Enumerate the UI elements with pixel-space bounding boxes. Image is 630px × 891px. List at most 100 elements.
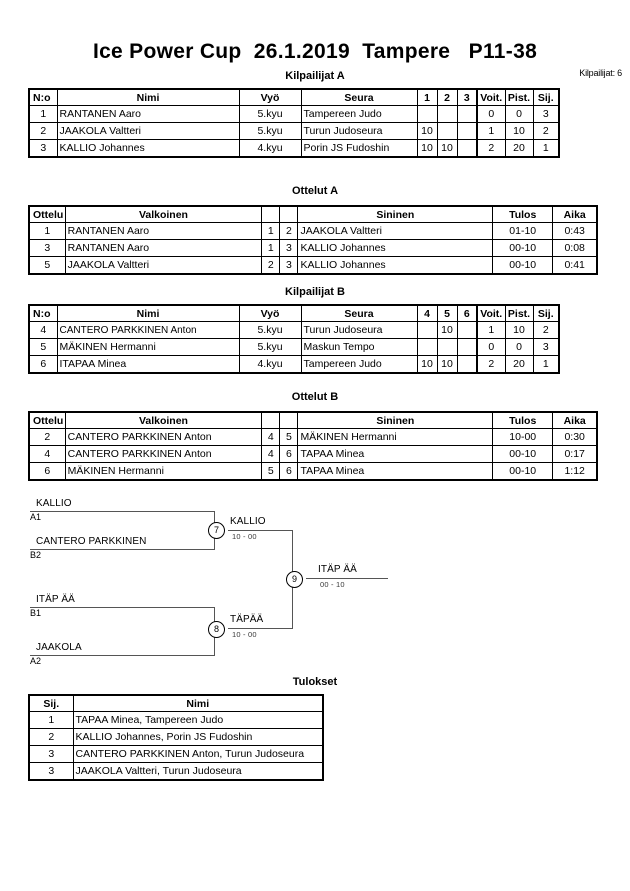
cell-match-4: [416, 338, 438, 356]
cell-points: 20: [504, 139, 534, 158]
cell-rank: 2: [532, 122, 560, 140]
cell-match-3: [456, 122, 478, 140]
table-row: 3 CANTERO PARKKINEN Anton, Turun Judoseu…: [28, 745, 324, 763]
col-time: Aika: [552, 205, 598, 223]
table-row: 5 JAAKOLA Valtteri 2 3 KALLIO Johannes 0…: [28, 256, 598, 275]
cell-blue: KALLIO Johannes: [297, 256, 494, 275]
cell-wins: 1: [476, 321, 506, 339]
cell-match-6: [456, 338, 478, 356]
col-belt: Vyö: [238, 304, 302, 322]
bracket-entry-1-name: KALLIO: [36, 498, 72, 509]
cell-white: CANTERO PARKKINEN Anton: [64, 428, 263, 446]
bracket-match-8-winner: TÄPÄÄ: [230, 614, 264, 625]
cell-match-1: 10: [416, 122, 438, 140]
cell-match-no: 4: [28, 445, 66, 463]
cell-blue-no: 6: [279, 462, 299, 481]
cell-match-1: [416, 105, 438, 123]
col-match-no: Ottelu: [28, 411, 66, 429]
col-blue: Sininen: [297, 411, 494, 429]
table-row: 3 RANTANEN Aaro 1 3 KALLIO Johannes 00-1…: [28, 239, 598, 257]
table-row: 1 TAPAA Minea, Tampereen Judo: [28, 711, 324, 729]
cell-no: 3: [28, 139, 58, 158]
bracket-entry-4-name: JAAKOLA: [36, 642, 82, 653]
bracket-match-8-number: 8: [208, 621, 225, 638]
cell-rank: 1: [28, 711, 74, 729]
col-blue-no: [279, 205, 299, 223]
bracket-entry-3-name: ITÄP ÄÄ: [36, 594, 75, 605]
bracket-entry-3-seed: B1: [30, 608, 42, 618]
cell-name: CANTERO PARKKINEN Anton: [56, 321, 240, 339]
cell-wins: 2: [476, 139, 506, 158]
cell-club: Turun Judoseura: [300, 321, 418, 339]
cell-blue: MÄKINEN Hermanni: [297, 428, 494, 446]
cell-match-3: [456, 139, 478, 158]
col-club: Seura: [300, 304, 418, 322]
col-wins: Voit.: [476, 88, 506, 106]
col-match-4: 4: [416, 304, 438, 322]
table-row: 2 CANTERO PARKKINEN Anton 4 5 MÄKINEN He…: [28, 428, 598, 446]
col-name: Nimi: [56, 304, 240, 322]
cell-belt: 5.kyu: [238, 122, 302, 140]
cell-time: 1:12: [552, 462, 598, 481]
cell-match-5: 10: [436, 321, 458, 339]
table-header-row: Ottelu Valkoinen Sininen Tulos Aika: [28, 411, 598, 429]
cell-club: Tampereen Judo: [300, 355, 418, 374]
cell-match-6: [456, 321, 478, 339]
col-match-1: 1: [416, 88, 438, 106]
cell-name: KALLIO Johannes, Porin JS Fudoshin: [72, 728, 324, 746]
cell-match-no: 3: [28, 239, 66, 257]
col-belt: Vyö: [238, 88, 302, 106]
col-match-3: 3: [456, 88, 478, 106]
cell-name: CANTERO PARKKINEN Anton, Turun Judoseura: [72, 745, 324, 763]
table-row: 6 ITAPAA Minea 4.kyu Tampereen Judo 10 1…: [28, 355, 560, 374]
cell-points: 10: [504, 321, 534, 339]
bracket-entry-4-seed: A2: [30, 656, 42, 666]
cell-match-no: 1: [28, 222, 66, 240]
cell-blue-no: 3: [279, 256, 299, 275]
tournament-bracket: KALLIO A1 CANTERO PARKKINEN B2 7 KALLIO …: [0, 490, 630, 675]
cell-rank: 3: [532, 105, 560, 123]
col-result: Tulos: [492, 205, 554, 223]
section-title-matches-b: Ottelut B: [291, 391, 339, 403]
pool-b-table: N:o Nimi Vyö Seura 4 5 6 Voit. Pist. Sij…: [28, 304, 560, 374]
cell-result: 00-10: [492, 239, 554, 257]
cell-name: TAPAA Minea, Tampereen Judo: [72, 711, 324, 729]
pool-a-table: N:o Nimi Vyö Seura 1 2 3 Voit. Pist. Sij…: [28, 88, 560, 158]
bracket-match-9-winner: ITÄP ÄÄ: [318, 564, 357, 575]
matches-b-table: Ottelu Valkoinen Sininen Tulos Aika 2 CA…: [28, 411, 598, 481]
table-header-row: N:o Nimi Vyö Seura 4 5 6 Voit. Pist. Sij…: [28, 304, 560, 322]
cell-name: JAAKOLA Valtteri, Turun Judoseura: [72, 762, 324, 781]
cell-name: RANTANEN Aaro: [56, 105, 240, 123]
cell-blue: JAAKOLA Valtteri: [297, 222, 494, 240]
cell-belt: 4.kyu: [238, 139, 302, 158]
cell-wins: 0: [476, 105, 506, 123]
col-white: Valkoinen: [64, 411, 263, 429]
section-title-matches-a: Ottelut A: [291, 185, 339, 197]
cell-wins: 1: [476, 122, 506, 140]
cell-match-1: 10: [416, 139, 438, 158]
col-rank: Sij.: [532, 304, 560, 322]
cell-time: 0:43: [552, 222, 598, 240]
col-blue: Sininen: [297, 205, 494, 223]
col-white-no: [261, 205, 281, 223]
table-row: 4 CANTERO PARKKINEN Anton 4 6 TAPAA Mine…: [28, 445, 598, 463]
col-match-2: 2: [436, 88, 458, 106]
cell-points: 20: [504, 355, 534, 374]
cell-white-no: 4: [261, 428, 281, 446]
cell-points: 0: [504, 338, 534, 356]
cell-match-no: 6: [28, 462, 66, 481]
col-match-5: 5: [436, 304, 458, 322]
cell-club: Maskun Tempo: [300, 338, 418, 356]
cell-blue: TAPAA Minea: [297, 445, 494, 463]
col-match-6: 6: [456, 304, 478, 322]
table-header-row: Sij. Nimi: [28, 694, 324, 712]
matches-a-table: Ottelu Valkoinen Sininen Tulos Aika 1 RA…: [28, 205, 598, 275]
cell-points: 10: [504, 122, 534, 140]
cell-wins: 2: [476, 355, 506, 374]
table-row: 3 KALLIO Johannes 4.kyu Porin JS Fudoshi…: [28, 139, 560, 158]
cell-wins: 0: [476, 338, 506, 356]
section-title-results: Tulokset: [292, 676, 338, 688]
cell-white-no: 2: [261, 256, 281, 275]
competitor-count: Kilpailijat: 6: [579, 68, 622, 78]
table-row: 1 RANTANEN Aaro 1 2 JAAKOLA Valtteri 01-…: [28, 222, 598, 240]
